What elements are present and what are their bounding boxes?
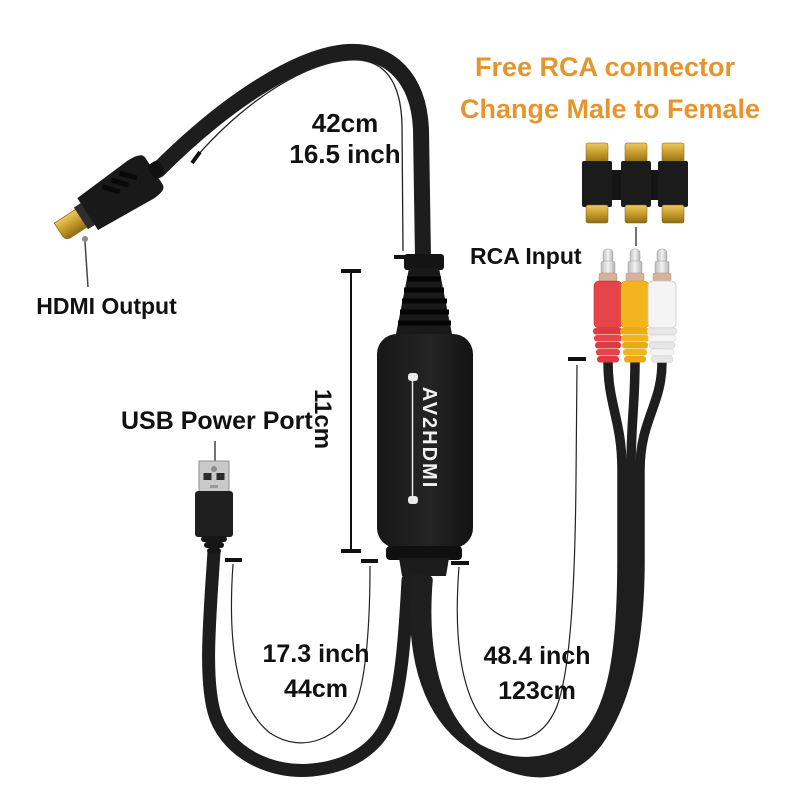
usb-pin-hole-left	[203, 473, 212, 480]
rca-strand-white	[421, 357, 667, 778]
usb-leader-dot	[211, 466, 217, 472]
hdmi-grip-notches	[101, 170, 138, 195]
measure-label-hdmi-cable: 42cm 16.5 inch	[255, 108, 435, 170]
converter-deco-cap-bottom	[408, 496, 418, 504]
usb-pin-hole-right	[216, 473, 225, 480]
measure-label-usb-cable: 17.3 inch 44cm	[226, 637, 406, 707]
usb-cable	[202, 545, 415, 777]
converter-deco-cap-top	[408, 373, 418, 381]
measure-label-converter: 11cm	[309, 388, 336, 450]
label-hdmi-output: HDMI Output	[36, 293, 177, 319]
converter-body	[377, 334, 473, 548]
rca-plug-white	[646, 248, 678, 363]
converter-top-collar	[404, 254, 444, 270]
rca-adapter	[658, 142, 688, 224]
label-usb-power-port: USB Power Port	[121, 407, 313, 435]
headline-line2: Change Male to Female	[459, 94, 761, 124]
hdmi-plug-base	[73, 202, 96, 230]
converter-bottom-collar	[386, 546, 462, 560]
rca-plug-red	[593, 248, 623, 363]
measure-44cm	[225, 558, 378, 744]
measure-hdmi-inch: 16.5 inch	[289, 139, 401, 169]
rca-adapter	[621, 142, 651, 224]
hdmi-leader-line	[84, 241, 89, 288]
hdmi-connector	[53, 155, 165, 240]
headline-line1: Free RCA connector	[474, 52, 736, 82]
measure-11cm	[341, 269, 361, 553]
usb-boot-rib	[201, 536, 227, 542]
measure-hdmi-cm: 42cm	[311, 108, 379, 138]
measure-usb-inch: 17.3 inch	[262, 640, 370, 668]
converter-device-name: AV2HDMI	[418, 386, 440, 490]
label-rca-input: RCA Input	[470, 243, 582, 269]
rca-adapter	[582, 142, 612, 224]
hdmi-connector-body	[77, 155, 164, 230]
measure-label-rca-cable: 48.4 inch 123cm	[447, 639, 627, 709]
usb-body	[195, 491, 233, 537]
hdmi-plug-gold-tip	[53, 208, 89, 240]
converter-bottom-nut	[399, 558, 449, 576]
usb-connector	[195, 441, 233, 554]
usb-boot-rib	[204, 542, 224, 548]
rca-adapter-trio	[582, 142, 688, 246]
hdmi-cable	[150, 43, 431, 266]
usb-shell-slit	[210, 485, 218, 488]
hdmi-cable-boot	[148, 160, 165, 178]
hdmi-leader-dot	[82, 236, 88, 242]
measure-usb-cm: 44cm	[284, 675, 348, 703]
rca-cable-bundle	[409, 357, 667, 778]
strain-relief-ribs	[398, 276, 451, 326]
measure-rca-cm: 123cm	[498, 677, 576, 705]
measure-rca-inch: 48.4 inch	[483, 642, 591, 670]
measure-123cm	[451, 357, 586, 740]
usb-boot-rib	[207, 548, 221, 554]
rca-plug-yellow	[620, 248, 650, 363]
